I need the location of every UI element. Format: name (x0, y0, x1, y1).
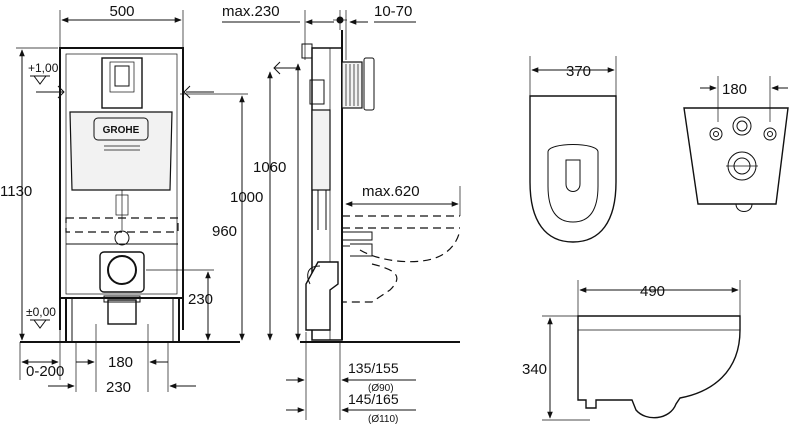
height-1000-label: 1000 (230, 189, 263, 206)
bowl-outline-top (529, 95, 617, 243)
bowl-side-view: 490 340 (522, 280, 741, 421)
max-depth-label: max.230 (222, 3, 280, 20)
drain-outlet (107, 255, 137, 285)
offset-0-200-label: 0-200 (26, 363, 64, 380)
bowl-height-label: 340 (522, 361, 547, 378)
wall-range-label: 10-70 (374, 3, 412, 20)
brand-logo: GROHE (103, 125, 140, 136)
cistern (69, 111, 173, 191)
back-width-label: 180 (722, 81, 747, 98)
width-230-label: 230 (106, 379, 131, 396)
bowl-back-outline (683, 107, 789, 205)
bowl-length-label: 490 (640, 283, 665, 300)
bowl-side-outline (577, 315, 741, 419)
max-projection-label: max.620 (362, 183, 420, 200)
frame-inner (65, 53, 178, 295)
pipe-b-label: 145/165 (348, 391, 399, 407)
front-view: 500 GROHE (0, 3, 301, 396)
bowl-top-view: 370 (529, 56, 617, 243)
pipe-b-diam-label: (Ø110) (368, 414, 398, 425)
bowl-width-label: 370 (566, 63, 591, 80)
height-1060-label: 1060 (253, 159, 286, 176)
side-view: max.230 10-70 (222, 3, 461, 425)
width-180-label: 180 (108, 354, 133, 371)
height-230-label: 230 (188, 291, 213, 308)
pipe-a-label: 135/155 (348, 360, 399, 376)
level-floor-label: ±0,00 (26, 305, 56, 319)
height-1130-label: 1130 (0, 183, 32, 200)
level-top-label: +1,00 (28, 61, 59, 75)
height-960-label: 960 (212, 223, 237, 240)
frame-outer (59, 47, 184, 299)
bowl-back-view: 180 (683, 76, 789, 212)
pipe-a-diam-label: (Ø90) (368, 383, 394, 394)
width-500-label: 500 (109, 3, 134, 20)
